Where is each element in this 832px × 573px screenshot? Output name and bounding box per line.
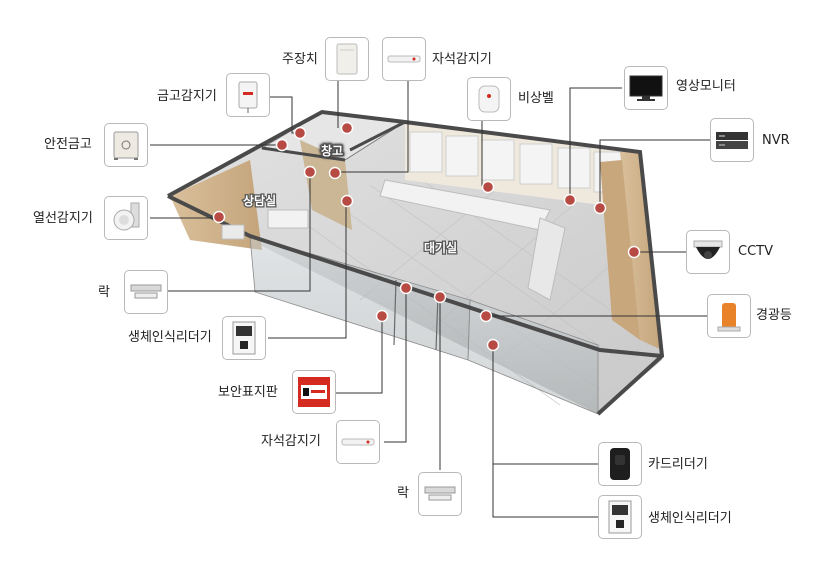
marker-cctv [627, 245, 641, 259]
security-sign-icon [298, 377, 330, 407]
marker-nvr [593, 201, 607, 215]
emergency-bell-icon [478, 85, 500, 113]
biometric-reader-left-box [222, 316, 266, 360]
dome-camera-icon [693, 240, 723, 259]
label-safe-sensor: 금고감지기 [157, 89, 217, 104]
magnet-sensor-icon [341, 438, 375, 446]
floor-plan [167, 109, 665, 416]
marker-card-reader [486, 338, 500, 352]
label-magnet-sensor-top: 자석감지기 [432, 52, 492, 67]
marker-magnet-top [328, 166, 342, 180]
marker-safe-sensor [293, 126, 307, 140]
label-warning-light: 경광등 [756, 308, 792, 323]
warning-light-box [707, 294, 751, 338]
label-security-sign: 보안표지판 [218, 385, 278, 400]
label-magnet-sensor-bottom: 자석감지기 [261, 434, 321, 449]
label-lock-left: 락 [98, 285, 110, 300]
marker-warning-light [479, 309, 493, 323]
marker-monitor [563, 193, 577, 207]
card-reader-icon [610, 448, 630, 480]
markers [212, 121, 641, 352]
monitor-icon [629, 75, 663, 101]
leader-lines [150, 60, 710, 518]
thermal-sensor-box [104, 196, 148, 240]
label-video-monitor: 영상모니터 [676, 79, 736, 94]
warning-light-icon [717, 303, 741, 332]
controller-icon [336, 43, 358, 75]
safe-box [104, 123, 148, 167]
label-biometric-reader-right: 생체인식리더기 [648, 511, 732, 526]
security-sign-box [292, 370, 336, 414]
marker-lock-left [303, 165, 317, 179]
marker-lock-bottom [433, 290, 447, 304]
biometric-reader-right-box [598, 495, 642, 539]
label-emergency-bell: 비상벨 [518, 91, 554, 106]
marker-bio-left [340, 194, 354, 208]
magnet-sensor-bottom-box [336, 420, 380, 464]
room-label-storage: 창고 [321, 143, 343, 158]
biometric-reader-icon [232, 321, 256, 355]
nvr-box [710, 118, 754, 162]
label-biometric-reader-left: 생체인식리더기 [128, 330, 212, 345]
safe-sensor-box [226, 73, 270, 117]
marker-emergency-bell [481, 180, 495, 194]
marker-thermal [212, 210, 226, 224]
thermal-sensor-icon [113, 202, 140, 231]
cctv-box [686, 230, 730, 274]
safe-sensor-icon [238, 81, 258, 113]
marker-main-controller [340, 121, 354, 135]
label-card-reader: 카드리더기 [648, 457, 708, 472]
magnet-sensor-top-box [382, 37, 426, 81]
lock-icon [424, 486, 456, 501]
label-main-controller: 주장치 [282, 52, 318, 67]
biometric-reader-icon [608, 500, 632, 534]
marker-magnet-bottom [399, 281, 413, 295]
label-safe: 안전금고 [44, 137, 92, 152]
main-controller-box [325, 37, 369, 81]
safe-icon [113, 131, 139, 160]
label-nvr: NVR [762, 133, 790, 148]
card-reader-box [598, 442, 642, 486]
monitor-box [624, 66, 668, 110]
lock-bottom-box [418, 472, 462, 516]
label-cctv: CCTV [738, 244, 773, 259]
room-label-consult: 상담실 [243, 193, 276, 208]
emergency-bell-box [467, 77, 511, 121]
label-thermal-sensor: 열선감지기 [33, 211, 93, 226]
marker-safe [275, 138, 289, 152]
lock-icon [130, 284, 162, 299]
room-label-waiting: 대기실 [424, 240, 457, 255]
label-lock-bottom: 락 [397, 486, 409, 501]
marker-sign [375, 309, 389, 323]
magnet-sensor-icon [387, 55, 421, 63]
lock-left-box [124, 270, 168, 314]
nvr-icon [716, 132, 748, 149]
